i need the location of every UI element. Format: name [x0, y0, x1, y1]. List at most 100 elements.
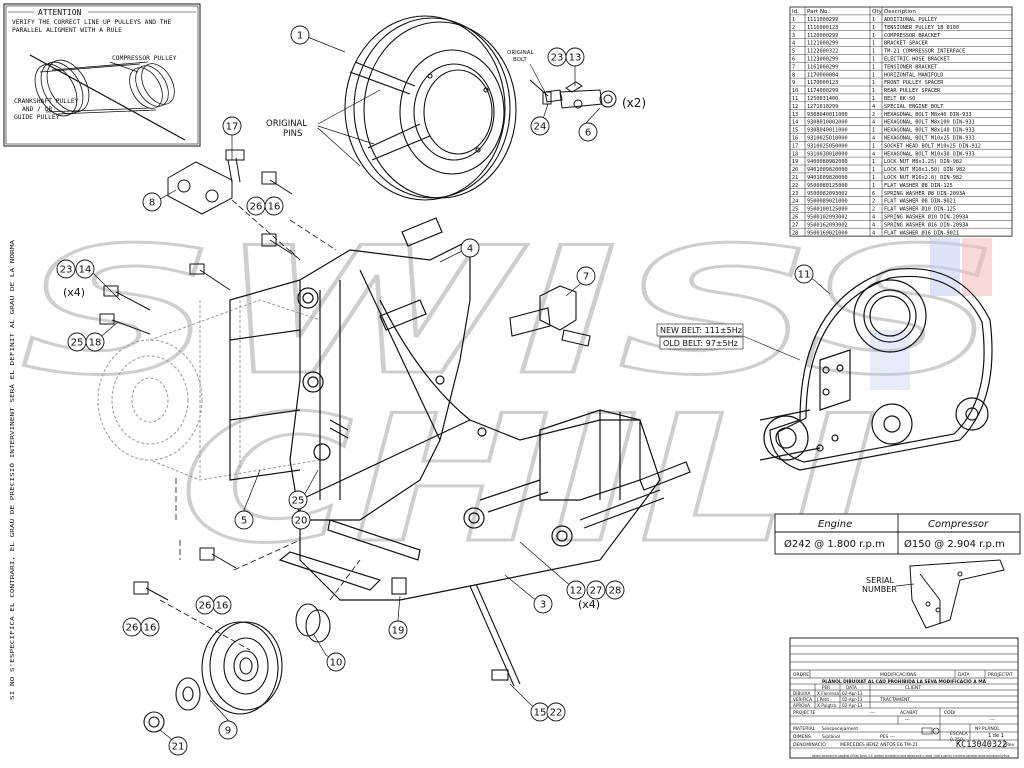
bom-cell: 22 — [792, 183, 798, 189]
bom-cell: 9500102093002 — [807, 215, 848, 221]
bom-cell: 1 — [872, 88, 875, 94]
bom-cell: 9308040011000 — [807, 112, 848, 118]
bom-cell: 4 — [792, 41, 795, 47]
balloon-b18: 18 — [85, 321, 119, 352]
left-bolts — [99, 171, 293, 601]
assembly-leaders — [159, 199, 361, 651]
balloon-number: 18 — [89, 338, 102, 349]
bom-cell: 6 — [792, 57, 795, 63]
bom-cell: 1 — [872, 64, 875, 70]
bom-cell: 7 — [792, 64, 795, 70]
qty-x4-bottom-label: (x4) — [578, 598, 600, 611]
compressor-bracket — [229, 217, 487, 521]
bom-cell: BRACKET SPACER — [884, 41, 929, 47]
title-block-material-val: S/especejament — [822, 726, 858, 732]
balloon-number: 24 — [534, 122, 547, 133]
bom-cell: 1174000299 — [807, 88, 838, 94]
new-belt-label: NEW BELT: 111±5Hz — [660, 326, 742, 335]
balloon-number: 16 — [268, 202, 281, 213]
speed-table-engine-value: Ø242 @ 1.800 r.p.m — [784, 538, 885, 550]
bom-cell: 1 — [872, 41, 875, 47]
bom-cell: 1250031400 — [807, 96, 838, 102]
bom-cell: 4 — [872, 215, 875, 221]
bom-cell: 2 — [872, 207, 875, 213]
original-pins-label-2: PINS — [283, 129, 302, 139]
title-block-per: PER — [822, 685, 830, 690]
bom-cell: 1 — [872, 25, 875, 31]
bom-cell: HEXAGONAL BOLT M8x140 DIN-933 — [884, 128, 975, 134]
bom-cell: 1 — [872, 167, 875, 173]
balloon-b17: 17 — [222, 116, 242, 160]
bom-cell: TM-21 COMPRESSOR INTERFACE — [884, 49, 965, 55]
title-block-rev: Rev — [1006, 742, 1015, 748]
balloon-number: 17 — [226, 122, 239, 133]
pulley-spacers — [143, 577, 521, 733]
bom-cell: 1 — [872, 33, 875, 39]
balloon-number: 16 — [144, 623, 157, 634]
bom-cell: 1271610299 — [807, 104, 838, 110]
bom-cell: 12 — [792, 104, 798, 110]
balloon-number: 23 — [60, 265, 73, 276]
balloon-number: 7 — [583, 272, 589, 283]
hose-bracket-hardware — [529, 79, 617, 109]
attention-box: ATTENTION VERIFY THE CORRECT LINE UP PUL… — [3, 3, 201, 147]
bom-cell: 13 — [792, 112, 798, 118]
balloon-b14: 14 — [75, 259, 121, 301]
balloon-number: 11 — [798, 270, 811, 281]
balloon-b16b: 16 — [212, 595, 232, 615]
title-block-aprova-per: X.Puigtrà — [817, 703, 836, 708]
bom-cell: 1 — [872, 72, 875, 78]
balloon-b5: 5 — [234, 469, 261, 530]
bom-cell: HEXAGONAL BOLT M8x40 DIN-933 — [884, 112, 971, 118]
balloon-number: 26 — [199, 601, 212, 612]
balloon-b4: 4 — [439, 238, 480, 263]
title-block-ordre: ORDRE — [793, 672, 809, 678]
bom-cell: 10 — [792, 88, 798, 94]
title-block-escala: ESCALA — [950, 731, 969, 737]
bom-cell: 26 — [792, 215, 798, 221]
bom-cell: 1122000322 — [807, 49, 838, 55]
balloon-b21: 21 — [159, 729, 188, 756]
bom-cell: LOCK NUT M10x1.50) DIN-982 — [884, 167, 965, 173]
title-block-client: CLIENT — [905, 685, 921, 691]
bom-cell: 9500080125000 — [807, 183, 848, 189]
bom-cell: FLAT WASHER Ø10 DIN-125 — [884, 206, 956, 213]
balloon-number: 26 — [126, 623, 139, 634]
title-block-verifica-data: 02-Apr-13 — [842, 697, 863, 702]
title-block-acabat: ACABAT — [900, 710, 918, 716]
bom-cell: 17 — [792, 143, 798, 149]
bom-cell: 18 — [792, 151, 798, 157]
bom-cell: 20 — [792, 167, 798, 173]
bom-cell: 9401609820000 — [807, 175, 848, 181]
balloon-number: 19 — [392, 626, 405, 637]
bom-cell: 1111000299 — [807, 17, 838, 23]
horizontal-manifold — [167, 149, 245, 215]
balloon-b10: 10 — [313, 634, 346, 672]
title-block-verifica: VERIFICA — [793, 697, 812, 702]
belt-frequency-labels: NEW BELT: 111±5Hz OLD BELT: 97±5Hz — [656, 323, 801, 361]
title-block-num-planol: Nº PLÀNOL — [975, 725, 1000, 732]
balloon-b25b: 25 — [288, 469, 319, 510]
title-block-data2: DATA — [846, 685, 857, 690]
bom-cell: 9500100125000 — [807, 207, 848, 213]
balloon-number: 9 — [225, 726, 231, 737]
bom-cell: 1161000299 — [807, 64, 838, 70]
watermark-accent-blue — [930, 238, 960, 296]
bom-cell: FLAT WASHER Ø16 DIN-9021 — [884, 229, 959, 236]
bom-cell: 6 — [872, 191, 875, 197]
balloon-b26b: 26 — [195, 595, 215, 615]
tensioner-bracket — [509, 285, 591, 347]
title-block-dimens-val: S/plànol — [822, 733, 840, 740]
bom-cell: TENSIONER PULLEY 1B Ø100 — [884, 24, 959, 31]
balloon-b8: 8 — [142, 189, 177, 212]
bom-cell: 9308010002000 — [807, 120, 848, 126]
